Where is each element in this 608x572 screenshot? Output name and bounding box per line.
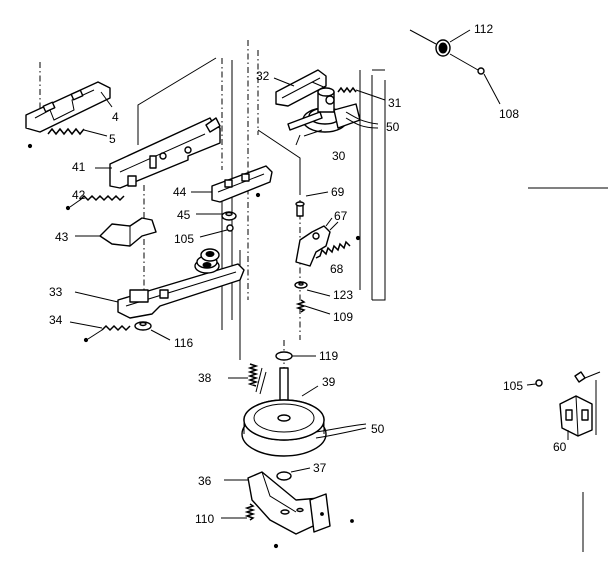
part-37-washer — [276, 467, 311, 481]
callout-109: 109 — [333, 310, 353, 324]
part-60-bracket — [559, 395, 593, 440]
callout-37: 37 — [313, 461, 327, 475]
callout-33: 33 — [49, 285, 63, 299]
part-43-bracket — [75, 217, 157, 247]
part-42-spring — [65, 194, 125, 211]
part-5-spring — [47, 127, 108, 137]
callout-38: 38 — [198, 371, 212, 385]
callout-34: 34 — [49, 313, 63, 327]
part-44-slider — [191, 165, 273, 203]
part-68-spring — [315, 235, 361, 259]
callout-32: 32 — [256, 69, 270, 83]
callout-105-left: 105 — [174, 232, 194, 246]
part-50-belt-end — [345, 111, 379, 129]
callout-116: 116 — [174, 336, 193, 350]
part-108-pin — [449, 53, 501, 105]
part-50-belt — [315, 423, 367, 439]
part-119-clip — [275, 351, 316, 361]
part-30-pulley-assembly — [287, 81, 361, 146]
callout-60: 60 — [553, 440, 567, 454]
part-105-screw — [199, 224, 234, 238]
part-69-pin — [295, 191, 329, 217]
callout-69: 69 — [331, 185, 345, 199]
callout-44: 44 — [173, 185, 187, 199]
callout-41: 41 — [72, 160, 86, 174]
callout-119: 119 — [319, 349, 338, 363]
callout-39: 39 — [322, 375, 336, 389]
part-39-main-pulley — [241, 367, 327, 457]
pulley-wheel — [194, 248, 220, 274]
part-38-spring — [228, 363, 267, 395]
callout-5: 5 — [109, 132, 116, 146]
part-32-plate — [273, 69, 327, 107]
callout-31: 31 — [388, 96, 402, 110]
callout-labels: 4 5 41 42 43 33 34 116 44 45 105 32 31 5… — [49, 22, 567, 526]
callout-43: 43 — [55, 230, 69, 244]
part-31-spring — [337, 86, 386, 101]
callout-50-top: 50 — [386, 120, 400, 134]
part-109-screw — [295, 299, 331, 315]
part-123-washer — [294, 281, 331, 297]
callout-105-right: 105 — [503, 379, 523, 393]
part-41-slide-bar — [95, 117, 221, 189]
callout-42: 42 — [72, 188, 86, 202]
callout-110: 110 — [195, 512, 214, 526]
part-110-screw — [221, 503, 256, 521]
callout-108: 108 — [499, 107, 519, 121]
part-67-lever — [295, 217, 339, 267]
part-34-spring — [69, 321, 131, 343]
part-116-washer — [134, 321, 171, 341]
callout-123: 123 — [333, 288, 353, 302]
callout-45: 45 — [177, 208, 191, 222]
part-33-lever — [117, 263, 245, 319]
callout-36: 36 — [198, 474, 212, 488]
callout-50-bottom: 50 — [371, 422, 385, 436]
callout-67: 67 — [334, 209, 348, 223]
callout-30: 30 — [332, 149, 346, 163]
part-36-bracket — [224, 471, 331, 535]
callout-112: 112 — [474, 22, 493, 36]
callout-4: 4 — [112, 110, 119, 124]
part-4-clip-bracket — [25, 81, 113, 133]
part-112-washer — [409, 29, 471, 57]
callout-68: 68 — [330, 262, 344, 276]
part-45-washer — [196, 211, 237, 221]
part-clip-right — [574, 371, 601, 383]
part-105-screw-right — [526, 379, 543, 387]
